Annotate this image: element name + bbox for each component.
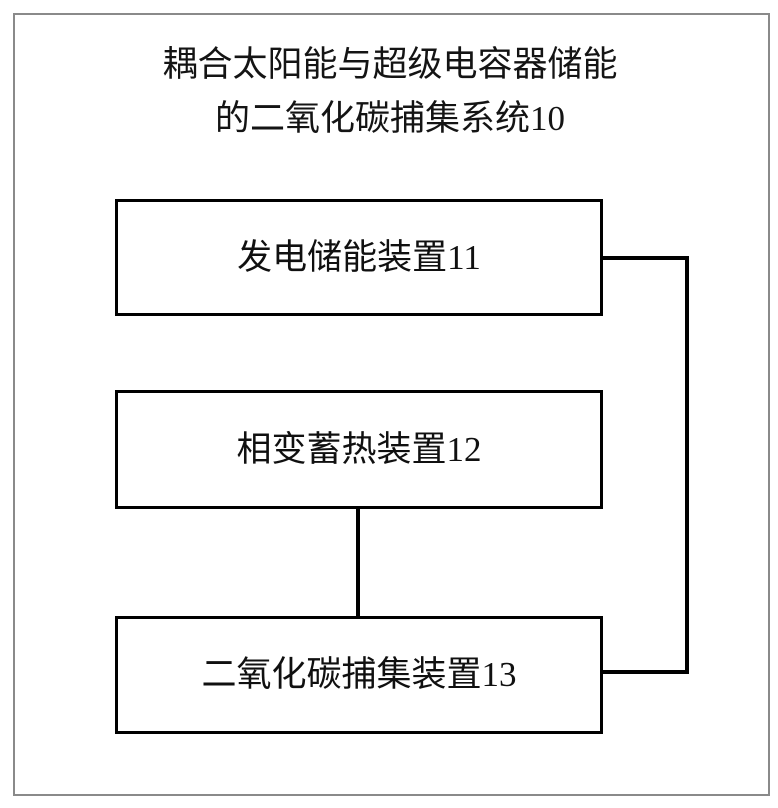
figure-title-line-1: 耦合太阳能与超级电容器储能	[162, 45, 618, 84]
connector-power-to-capture-vertical	[685, 256, 689, 674]
connector-thermal-to-capture	[356, 507, 360, 618]
connector-power-right-stub	[601, 256, 689, 260]
block-phase-change-heat-storage: 相变蓄热装置12	[115, 390, 603, 509]
figure-title-line-2: 的二氧化碳捕集系统10	[214, 99, 565, 138]
block-co2-capture: 二氧化碳捕集装置13	[115, 616, 603, 734]
connector-capture-right-stub	[601, 670, 689, 674]
block-phase-change-heat-storage-label: 相变蓄热装置12	[236, 429, 482, 469]
block-power-generation-storage-label: 发电储能装置11	[237, 237, 481, 277]
figure-title: 耦合太阳能与超级电容器储能 的二氧化碳捕集系统10	[60, 38, 720, 146]
block-power-generation-storage: 发电储能装置11	[115, 199, 603, 316]
block-co2-capture-label: 二氧化碳捕集装置13	[201, 655, 517, 694]
